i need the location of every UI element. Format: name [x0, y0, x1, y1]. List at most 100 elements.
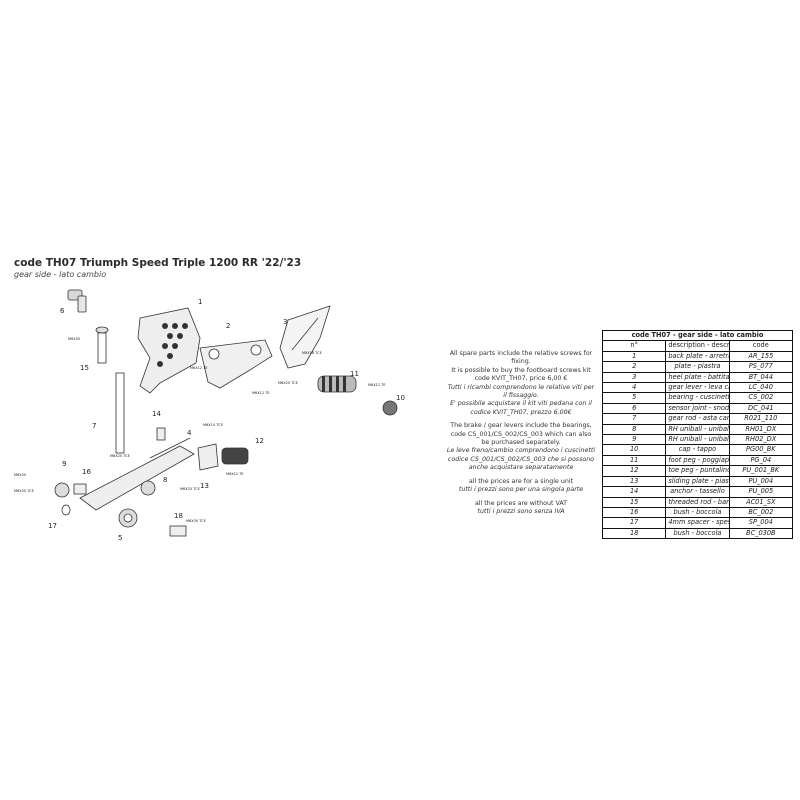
- table-row: 9RH uniball - uniball DXRH02_DX: [601, 434, 794, 446]
- bolt-label: M8X16 TCE: [302, 351, 322, 355]
- part-code-cell: PU_001_BK: [728, 465, 794, 477]
- note-text: all the prices are for a single unit: [468, 477, 574, 485]
- part-toe-peg: [221, 447, 249, 465]
- callout-2: 2: [226, 322, 230, 330]
- part-number-cell: 6: [601, 402, 667, 415]
- part-description-cell: plate - piastra: [665, 361, 730, 373]
- part-number-cell: 5: [601, 392, 667, 404]
- note-text: Le leve freno/cambio comprendono i cusci…: [446, 447, 596, 472]
- callout-8: 8: [163, 476, 167, 484]
- part-description-cell: sensor joint - snodo sensore: [665, 402, 730, 415]
- note-text: tutti i prezzi sono per una singola part…: [458, 486, 584, 494]
- part-number-cell: 15: [601, 496, 667, 508]
- bolt-label: M6X30 TCE: [186, 519, 206, 523]
- part-code-cell: SP_004: [728, 517, 794, 529]
- exploded-parts-diagram: 6 1 2 3 15 11 10 7 14 4 12 9 16 8 13 17 …: [14, 289, 405, 542]
- part-uniball-9: [54, 482, 70, 498]
- note-text: Tutti i ricambi comprendono le relative …: [447, 383, 595, 400]
- callout-7: 7: [92, 422, 96, 430]
- bolt-label: M6X12 TE: [190, 366, 208, 370]
- part-number-cell: 17: [601, 517, 667, 529]
- part-code-cell: CS_002: [728, 392, 794, 404]
- parts-table: code TH07 - gear side - lato cambio n° d…: [601, 329, 794, 540]
- callout-9: 9: [62, 460, 66, 468]
- part-code-cell: DC_041: [728, 402, 794, 415]
- part-uniball-8: [140, 480, 156, 496]
- part-code-cell: AC01_SX: [728, 496, 794, 508]
- bolt-label: M6X30 TCE: [14, 489, 34, 493]
- part-sliding-plate: [197, 443, 219, 471]
- part-number-cell: 1: [601, 350, 667, 363]
- part-code-cell: PG_04: [728, 454, 794, 467]
- part-number-cell: 16: [601, 506, 667, 519]
- part-description-cell: back plate - arretratore: [665, 350, 730, 363]
- part-description-cell: heel plate - battitacco: [665, 371, 730, 384]
- column-header: description - descrizione: [665, 340, 730, 352]
- bolt-label: M6X25 TCE: [110, 454, 130, 458]
- part-description-cell: anchor - tassello: [665, 486, 730, 498]
- note-text: E' possibile acquistare il kit viti peda…: [450, 400, 592, 416]
- part-heel-plate: [279, 305, 331, 369]
- part-code-cell: RH02_DX: [728, 434, 794, 446]
- part-description-cell: 4mm spacer - spessore 4mm: [665, 517, 730, 529]
- part-code-cell: BC_002: [728, 506, 794, 519]
- callout-14: 14: [152, 410, 161, 418]
- bolt-label: M6X10 TCE: [203, 423, 223, 427]
- page-title: code TH07 Triumph Speed Triple 1200 RR '…: [14, 257, 302, 269]
- callout-5: 5: [118, 534, 122, 542]
- bolt-label: M6X30: [68, 337, 80, 341]
- note-text: tutti i prezzi sono senza IVA: [477, 507, 565, 515]
- part-code-cell: PU_005: [728, 486, 794, 498]
- callout-18: 18: [174, 512, 183, 520]
- bolt-label: M6X25 TCE: [180, 487, 200, 491]
- part-number-cell: 13: [601, 475, 667, 488]
- part-description-cell: gear lever - leva cambio: [665, 382, 730, 394]
- part-gear-rod: [115, 372, 125, 454]
- callout-3: 3: [283, 318, 287, 326]
- column-header: n°: [601, 340, 667, 352]
- callout-6: 6: [60, 307, 65, 315]
- callout-1: 1: [198, 298, 202, 306]
- part-description-cell: bearing - cuscinetto: [665, 392, 730, 404]
- part-number-cell: 12: [601, 465, 667, 477]
- part-description-cell: RH uniball - uniball DX: [665, 434, 730, 446]
- bolt-label: M6X12 TE: [252, 391, 270, 395]
- part-number-cell: 3: [601, 371, 667, 384]
- page-subtitle: gear side - lato cambio: [14, 270, 107, 279]
- part-number-cell: 8: [601, 423, 667, 436]
- part-anchor: [156, 427, 166, 441]
- callout-labels: 6 1 2 3 15 11 10 7 14 4 12 9 16 8 13 17 …: [48, 298, 405, 542]
- part-description-cell: foot peg - poggiapiede: [665, 454, 730, 467]
- part-code-cell: PU_004: [728, 475, 794, 488]
- note-text: The brake / gear levers include the bear…: [450, 422, 592, 447]
- table-caption: code TH07 - gear side - lato cambio: [602, 329, 793, 342]
- note-text: It is possible to buy the footboard scre…: [451, 366, 591, 383]
- callout-13: 13: [200, 482, 209, 490]
- callout-11: 11: [350, 370, 359, 378]
- part-code-cell: RH01_DX: [728, 423, 794, 436]
- bolt-label: M6X12 TE: [368, 383, 386, 387]
- notes-block: All spare parts include the relative scr…: [446, 350, 596, 521]
- part-sensor-joint: [67, 289, 87, 313]
- callout-16: 16: [82, 468, 91, 476]
- part-number-cell: 14: [601, 486, 667, 498]
- part-number-cell: 9: [601, 434, 667, 446]
- bolt-label: M6X12 TE: [226, 472, 244, 476]
- part-description-cell: RH uniball - uniball DX: [665, 423, 730, 436]
- part-cap: [382, 400, 398, 416]
